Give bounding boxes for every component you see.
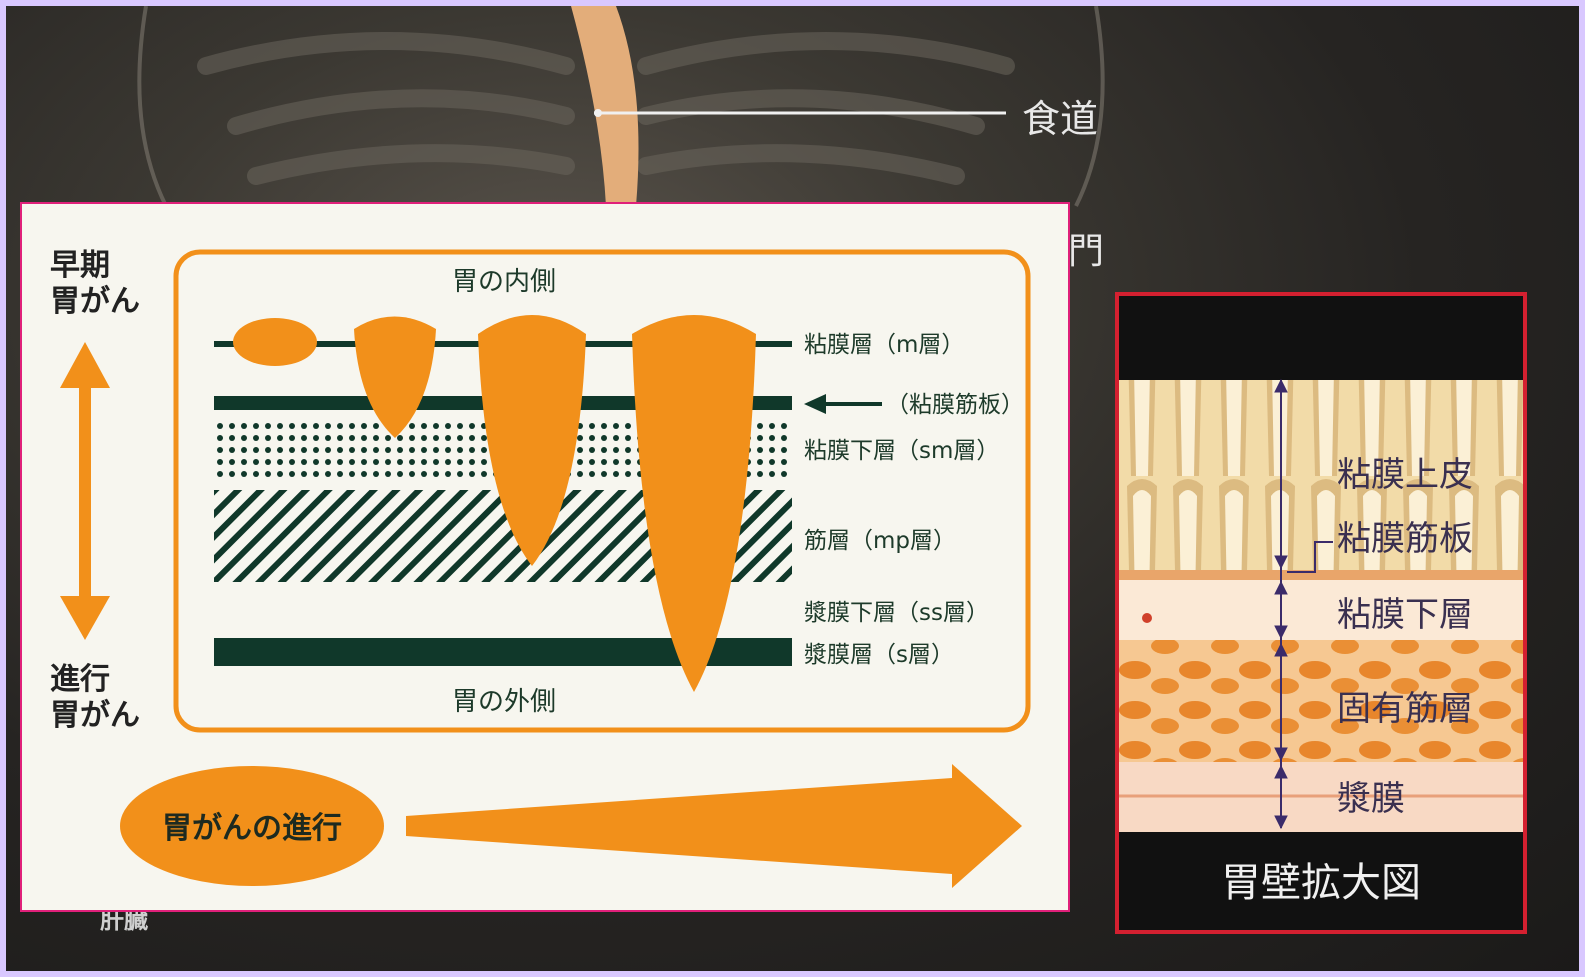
- tumor-stage-4: [632, 315, 756, 692]
- tumor-stage-1: [233, 318, 317, 366]
- wall-label-serosa: 漿膜: [1337, 779, 1405, 819]
- submucosa-layer: [1119, 580, 1523, 640]
- muscularis-mucosae-layer: [1119, 570, 1523, 580]
- layer-submucosa-label: 粘膜下層（sm層）: [804, 438, 999, 464]
- cancer-progression-diagram: 早期 胃がん 進行 胃がん: [20, 202, 1070, 912]
- advanced-label-line2: 胃がん: [50, 698, 140, 733]
- stomach-wall-svg: 粘膜上皮 粘膜筋板 粘膜下層 固有筋層 漿膜: [1119, 378, 1523, 832]
- esophagus-shape: [571, 6, 639, 206]
- layer-mucosa-label: 粘膜層（m層）: [804, 332, 964, 358]
- wall-label-submucosa: 粘膜下層: [1337, 595, 1473, 635]
- advanced-label: 進行 胃がん: [50, 662, 140, 734]
- epithelium-layer: [1119, 380, 1523, 570]
- partial-label-top: 門: [1068, 231, 1105, 272]
- wall-label-muscularis-mucosae: 粘膜筋板: [1337, 519, 1473, 559]
- progression-badge: [120, 766, 384, 886]
- outer-side-label: 胃の外側: [452, 687, 556, 717]
- early-label-line2: 胃がん: [50, 284, 140, 319]
- early-label: 早期 胃がん: [50, 248, 140, 320]
- tumor-stage-2: [354, 316, 436, 438]
- progression-arrow: [406, 764, 1022, 888]
- advanced-label-line1: 進行: [50, 662, 110, 697]
- muscularis-propria-layer: [1119, 640, 1523, 762]
- early-label-line1: 早期: [50, 248, 110, 283]
- layer-diagram-svg: 胃の内側 胃の外側 粘膜層（m層） （粘膜筋板） 粘膜下層（sm層） 筋層（mp…: [60, 249, 1031, 888]
- tumor-stage-3: [478, 315, 586, 566]
- anatomy-illustration: [137, 6, 1105, 207]
- muscularis-mucosae-pointer: [804, 394, 882, 414]
- wall-figure-title: 胃壁拡大図: [1221, 860, 1421, 906]
- wall-label-epithelium: 粘膜上皮: [1337, 455, 1473, 495]
- early-advanced-arrow: [60, 342, 110, 640]
- inner-side-label: 胃の内側: [452, 267, 556, 297]
- esophagus-label: 食道: [1022, 97, 1099, 141]
- progression-label: 胃がんの進行: [162, 811, 342, 846]
- stomach-wall-figure: 粘膜上皮 粘膜筋板 粘膜下層 固有筋層 漿膜 胃壁拡大図: [1115, 292, 1527, 934]
- layer-box: [173, 249, 1031, 733]
- layer-measure-indicator: [1274, 378, 1333, 830]
- layer-muscularis-mucosae-label: （粘膜筋板）: [886, 392, 1024, 418]
- layer-subserosa-label: 漿膜下層（ss層）: [804, 600, 989, 626]
- layer-serosa-label: 漿膜層（s層）: [804, 642, 954, 668]
- layer-muscle-label: 筋層（mp層）: [804, 528, 956, 554]
- wall-label-muscularis-propria: 固有筋層: [1337, 689, 1473, 729]
